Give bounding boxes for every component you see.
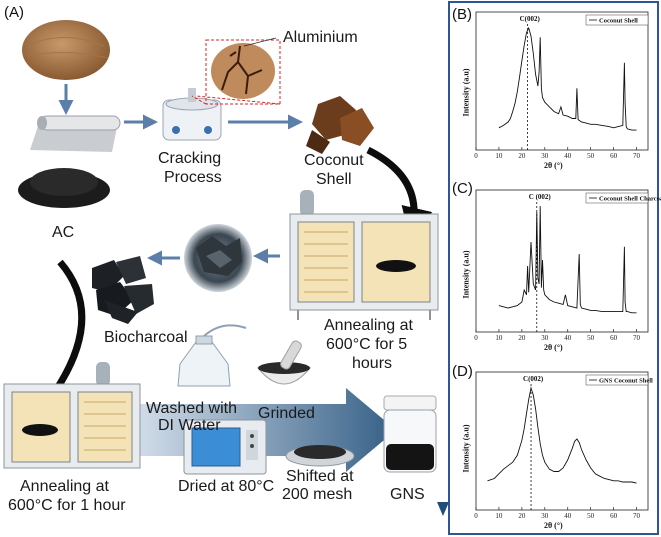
chart-c-tick-label: 0 <box>474 334 478 342</box>
gns-jar-icon <box>383 395 437 473</box>
panel-label-a: (A) <box>4 4 24 21</box>
chart-d-tick-label: 30 <box>541 512 549 520</box>
label-biocharcoal: Biocharcoal <box>104 329 188 346</box>
chart-b-tick-label: 10 <box>495 152 503 160</box>
chart-c-legend-box <box>585 192 649 204</box>
chart-b-series-line <box>498 26 637 131</box>
label-cracking-1: Cracking <box>158 150 222 167</box>
chart-c-tick-label: 50 <box>587 334 595 342</box>
chart-c-tick-label: 30 <box>541 334 549 342</box>
chart-c-series-line <box>498 205 637 314</box>
label-anneal5-2: 600°C for 5 <box>326 336 408 353</box>
chart-d-peak-label: C(002) <box>523 375 544 383</box>
label-grinded: Grinded <box>258 405 315 422</box>
chart-b-tick-label: 30 <box>541 152 549 160</box>
label-cracking-2: Process <box>164 169 222 186</box>
label-anneal5-3: hours <box>352 355 393 372</box>
chart-c-ylabel: Intensity (a.u) <box>461 250 471 299</box>
sieve-icon <box>285 445 355 467</box>
chart-b-tick-label: 50 <box>587 152 595 160</box>
chart-c-tick-label: 40 <box>564 334 572 342</box>
biocharcoal-icon <box>92 256 154 324</box>
chart-d-legend-label: GNS Coconut Shell <box>599 378 653 385</box>
chart-c-tick-label: 60 <box>610 334 618 342</box>
chart-d-tick-label: 40 <box>564 512 572 520</box>
chart-d-legend-box <box>585 374 649 386</box>
label-anneal5-1: Annealing at <box>324 317 413 334</box>
label-aluminium: Aluminium <box>283 29 358 46</box>
chart-c-peak-label: C (002) <box>529 193 552 201</box>
label-washed-2: DI Water <box>158 417 221 434</box>
coconut-shell-icon <box>306 96 374 154</box>
label-gns: GNS <box>390 486 425 503</box>
label-shifted-1: Shifted at <box>286 468 354 485</box>
chart-b-legend-box <box>585 14 649 26</box>
label-coconut-2: Shell <box>316 171 352 188</box>
panel-label-c: (C) <box>452 180 473 197</box>
chart-b-ylabel: Intensity (a.u) <box>461 68 471 117</box>
chart-d-series-line <box>487 386 637 484</box>
charcoal-bowl-icon <box>184 224 252 292</box>
chart-d-tick-label: 70 <box>633 512 641 520</box>
chart-b-peak-label: C(002) <box>520 15 541 23</box>
label-washed-1: Washed with <box>146 400 237 417</box>
label-ac: AC <box>52 224 75 241</box>
mortar-pestle-icon <box>256 340 312 385</box>
furnace-top-icon <box>289 190 439 320</box>
label-dried: Dried at 80°C <box>178 478 275 495</box>
drying-oven-icon <box>183 419 267 475</box>
label-anneal1-2: 600°C for 1 hour <box>8 497 126 514</box>
chart-b-legend-label: Coconut Shell <box>599 18 638 25</box>
chart-c-xlabel: 2θ (°) <box>544 343 563 352</box>
chart-b-xlabel: 2θ (°) <box>544 161 563 170</box>
chart-d-tick-label: 10 <box>495 512 503 520</box>
label-shifted-2: 200 mesh <box>282 486 353 503</box>
label-anneal1-1: Annealing at <box>20 478 109 495</box>
chart-d-xlabel: 2θ (°) <box>544 521 563 530</box>
chart-d-tick-label: 50 <box>587 512 595 520</box>
chart-d-ylabel: Intensity (a.u) <box>461 424 471 473</box>
chart-b-tick-label: 70 <box>633 152 641 160</box>
chart-d-tick-label: 0 <box>474 512 478 520</box>
chart-c-legend-label: Coconut Shell Charcoal <box>599 196 661 203</box>
chart-c-tick-label: 20 <box>518 334 526 342</box>
chart-b-tick-label: 40 <box>564 152 572 160</box>
coconut-inner-icon <box>211 43 275 99</box>
label-coconut-1: Coconut <box>304 152 364 169</box>
chart-c-tick-label: 70 <box>633 334 641 342</box>
chart-d-tick-label: 60 <box>610 512 618 520</box>
chart-b-tick-label: 60 <box>610 152 618 160</box>
aluminium-foil-icon <box>30 115 121 152</box>
activated-carbon-icon <box>18 168 110 208</box>
chart-b-tick-label: 20 <box>518 152 526 160</box>
panel-label-d: (D) <box>452 363 473 380</box>
chart-c-axes <box>475 189 649 333</box>
furnace-bottom-icon <box>3 362 141 469</box>
coconut-icon <box>22 20 110 80</box>
chart-b-axes <box>475 11 649 151</box>
chart-c-tick-label: 10 <box>495 334 503 342</box>
hot-plate-icon <box>162 88 222 141</box>
wash-bottle-icon <box>177 324 247 387</box>
chart-d-tick-label: 20 <box>518 512 526 520</box>
chart-d-axes <box>475 371 649 511</box>
chart-b-tick-label: 0 <box>474 152 478 160</box>
panel-label-b: (B) <box>452 6 472 23</box>
